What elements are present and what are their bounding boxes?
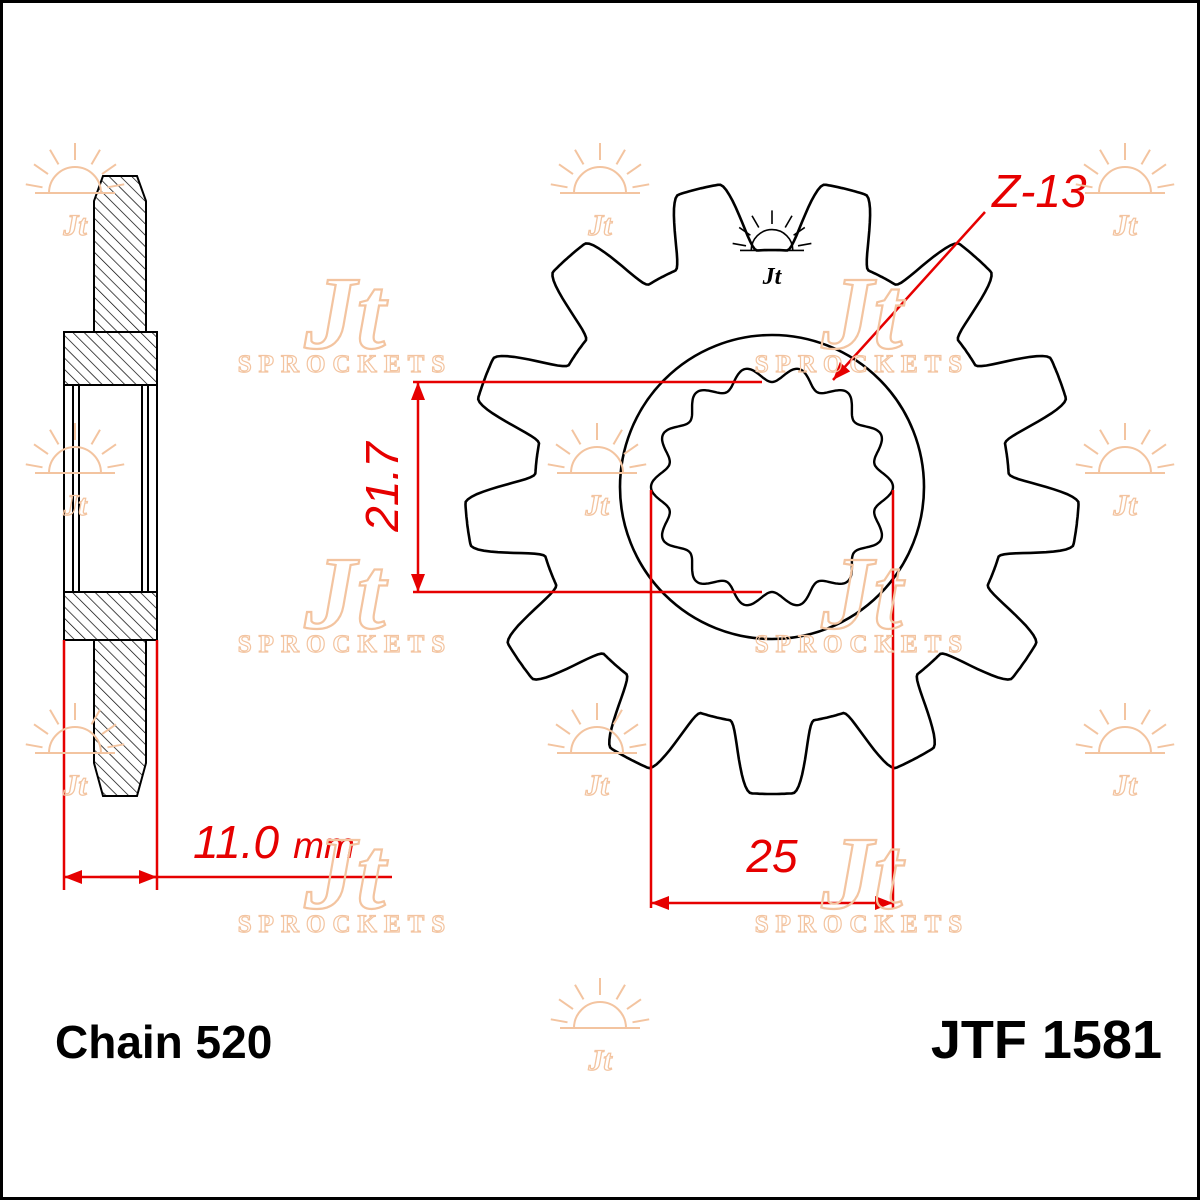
- jt-mark-text: Jt: [584, 489, 610, 522]
- jt-logo-text: Jt: [821, 816, 906, 931]
- sprockets-brand-text: SPROCKETS: [755, 631, 969, 658]
- jt-mark-text: Jt: [584, 769, 610, 802]
- sprockets-brand-text: SPROCKETS: [238, 911, 452, 938]
- jt-sun-icon: Jt: [550, 978, 650, 1078]
- side-shaft-bottom: [93, 639, 147, 797]
- dim-bore-label: 25: [745, 830, 798, 882]
- sprockets-brand-text: SPROCKETS: [238, 631, 452, 658]
- sprocket-side-view: [63, 175, 158, 797]
- jt-sun-icon: Jt: [550, 143, 650, 243]
- dim-across-flats-label: 21.7: [356, 441, 408, 533]
- jt-sun-icon: Jt: [1075, 703, 1175, 803]
- jt-logo-text: Jt: [821, 256, 906, 371]
- jt-logo-text: Jt: [304, 536, 389, 651]
- jt-mark-text: Jt: [1112, 769, 1138, 802]
- jt-sun-icon: Jt: [25, 143, 125, 243]
- jt-sun-icon: Jt: [547, 703, 647, 803]
- jt-sun-icon: Jt: [1075, 423, 1175, 523]
- jt-mark-text: Jt: [62, 769, 88, 802]
- jt-mark-text: Jt: [587, 1044, 613, 1077]
- jt-mark-text: Jt: [762, 264, 783, 290]
- jt-logo-text: Jt: [304, 256, 389, 371]
- jt-sun-icon: Jt: [1075, 143, 1175, 243]
- jt-sun-icon: Jt: [732, 210, 812, 290]
- jt-mark-text: Jt: [587, 209, 613, 242]
- part-number-label: JTF 1581: [931, 1010, 1162, 1070]
- jt-logo-stamp: Jt: [732, 210, 812, 290]
- jt-sun-icon: Jt: [25, 423, 125, 523]
- jt-mark-text: Jt: [62, 489, 88, 522]
- jt-sun-icon: Jt: [25, 703, 125, 803]
- side-shaft-top: [93, 175, 147, 333]
- hub-circle: [618, 333, 926, 641]
- sprockets-brand-text: SPROCKETS: [755, 351, 969, 378]
- side-flange-top: [63, 331, 158, 386]
- jt-mark-text: Jt: [1112, 209, 1138, 242]
- sprockets-brand-text: SPROCKETS: [755, 911, 969, 938]
- sprocket-teeth-outline: [464, 183, 1080, 796]
- teeth-count-label: Z-13: [991, 165, 1087, 217]
- side-flange-bottom: [63, 591, 158, 641]
- spline-bore-outline: [649, 367, 895, 607]
- sprockets-brand-text: SPROCKETS: [238, 351, 452, 378]
- jt-logo-text: Jt: [821, 536, 906, 651]
- sprocket-front-view: Jt: [464, 183, 1080, 796]
- jt-sun-icon: Jt: [547, 423, 647, 523]
- jt-mark-text: Jt: [62, 209, 88, 242]
- jt-mark-text: Jt: [1112, 489, 1138, 522]
- jt-logo-text: Jt: [304, 816, 389, 931]
- chain-size-label: Chain 520: [55, 1016, 272, 1068]
- teeth-leader-line: [832, 211, 986, 381]
